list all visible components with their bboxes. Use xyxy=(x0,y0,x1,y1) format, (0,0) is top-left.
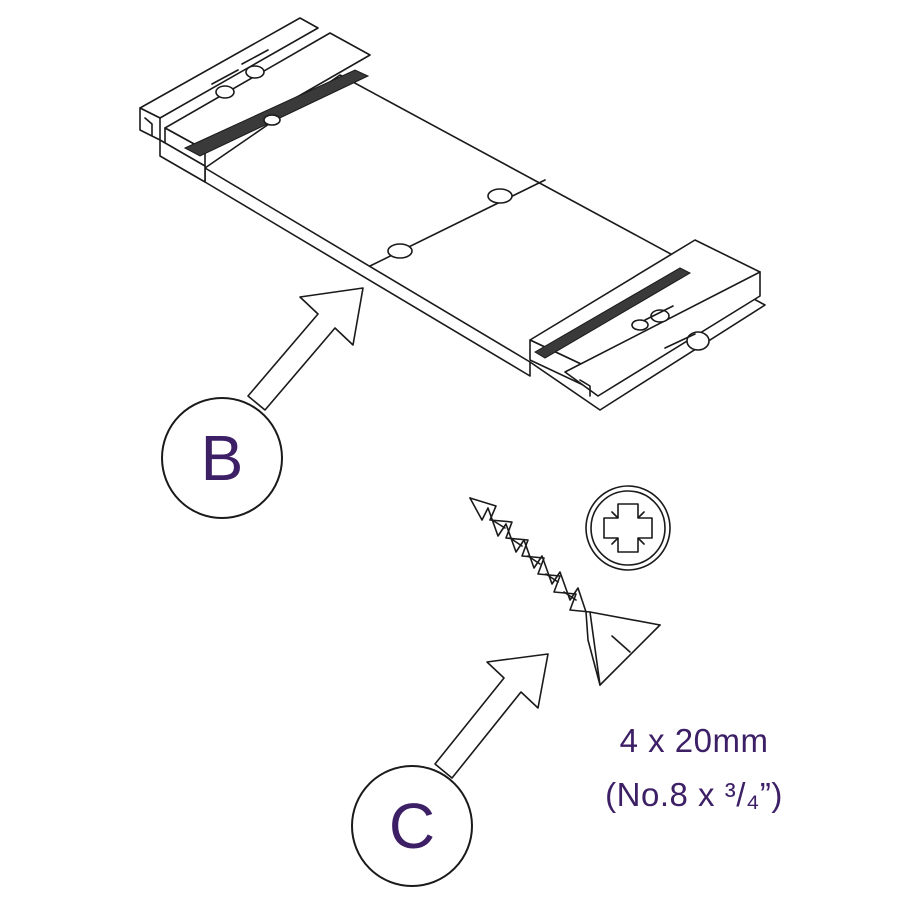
bolt-4 xyxy=(650,309,670,323)
arrow-icon xyxy=(247,287,364,411)
rail-left-groove xyxy=(144,117,153,136)
arrow-icon xyxy=(434,653,549,779)
rail-right-top xyxy=(564,271,761,397)
bolt-1 xyxy=(215,85,235,99)
clamp-left-teeth xyxy=(183,69,370,157)
bolt-threads-left xyxy=(211,49,269,85)
callout-b-circle xyxy=(161,397,283,519)
bolt-threads-right xyxy=(644,305,696,349)
pozidriv-head-icon xyxy=(585,485,671,571)
screw-size-metric: 4 x 20mm xyxy=(619,722,769,759)
bolt-3 xyxy=(263,114,281,126)
bolt-2 xyxy=(245,65,265,79)
screw-head-edge xyxy=(611,635,631,653)
mounting-plate-illustration xyxy=(139,17,766,411)
rail-right-groove xyxy=(579,379,591,397)
screw-size-imperial: (No.8 x ³/₄”) xyxy=(605,776,783,813)
bolt-6 xyxy=(686,331,710,351)
bolt-5 xyxy=(631,319,649,331)
callout-c-circle xyxy=(351,765,473,887)
plate-hole-2 xyxy=(487,188,513,204)
callout-b-label: B xyxy=(200,422,244,494)
rail-left-base xyxy=(159,139,206,183)
callout-c-label: C xyxy=(388,790,436,862)
screw-thread-top xyxy=(469,497,661,626)
clamp-right-teeth xyxy=(534,267,692,359)
screw-illustration xyxy=(469,497,661,686)
plate-hole-1 xyxy=(387,243,413,259)
screw-thread-crests xyxy=(491,519,577,601)
